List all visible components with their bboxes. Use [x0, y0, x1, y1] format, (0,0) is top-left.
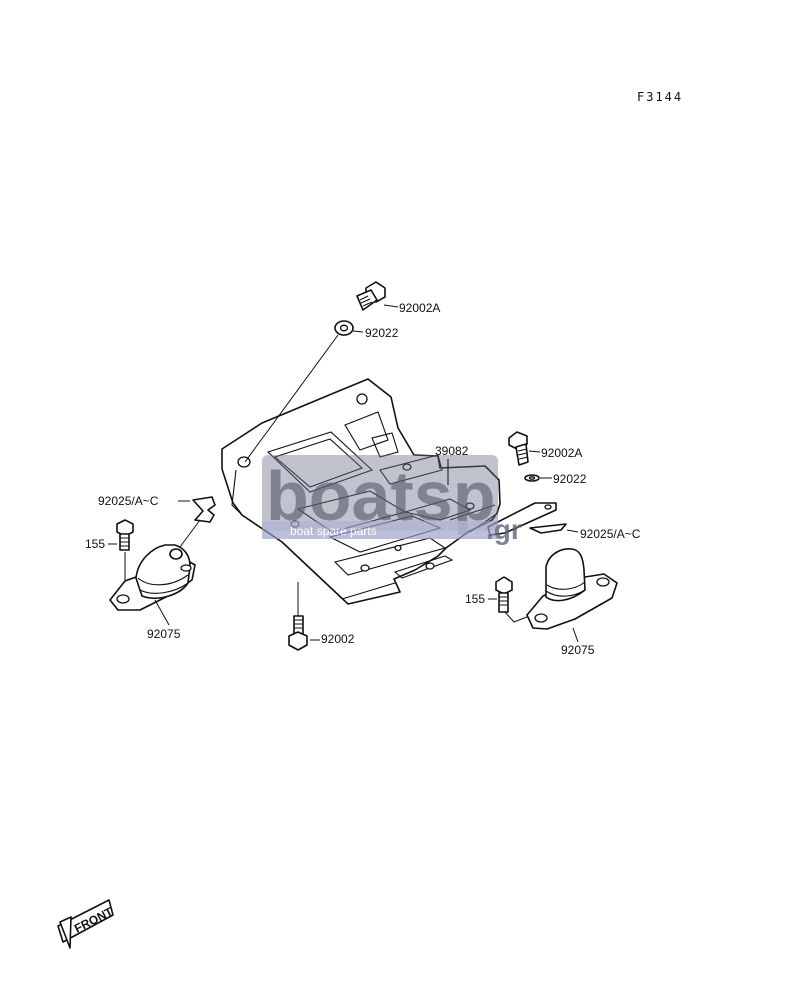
bolt-bottom[interactable]	[288, 615, 308, 651]
label-bolt-top: 92002A	[399, 301, 440, 315]
label-washer-right: 92022	[553, 472, 587, 486]
bolt-top[interactable]	[356, 281, 386, 311]
label-bolt-bottom: 92002	[321, 632, 355, 646]
svg-text:boat spare parts: boat spare parts	[290, 524, 377, 538]
label-plate: 39082	[435, 444, 469, 458]
engine-mount-left[interactable]	[109, 544, 196, 611]
front-arrow-icon: FRONT	[57, 899, 116, 949]
svg-text:.gr: .gr	[486, 514, 522, 545]
washer-right[interactable]	[524, 474, 540, 482]
label-mount-right: 92075	[561, 643, 595, 657]
label-bolt-right-low: 155	[465, 592, 485, 606]
clip-left[interactable]	[192, 496, 216, 523]
label-clip-right: 92025/A~C	[580, 527, 641, 541]
bolt-left[interactable]	[116, 519, 134, 551]
engine-mount-plate[interactable]	[221, 378, 501, 605]
clip-right[interactable]	[529, 523, 567, 534]
bolt-right-low[interactable]	[495, 576, 513, 613]
label-bolt-left: 155	[85, 537, 105, 551]
label-mount-left: 92075	[147, 627, 181, 641]
washer-top[interactable]	[334, 320, 354, 336]
label-bolt-right: 92002A	[541, 446, 582, 460]
watermark: boatsp boat spare parts .gr	[262, 455, 522, 545]
label-clip-left: 92025/A~C	[98, 494, 159, 508]
label-washer-top: 92022	[365, 326, 399, 340]
engine-mount-right[interactable]	[526, 548, 618, 630]
figure-code: F3144	[637, 90, 683, 104]
bolt-right[interactable]	[508, 431, 529, 466]
